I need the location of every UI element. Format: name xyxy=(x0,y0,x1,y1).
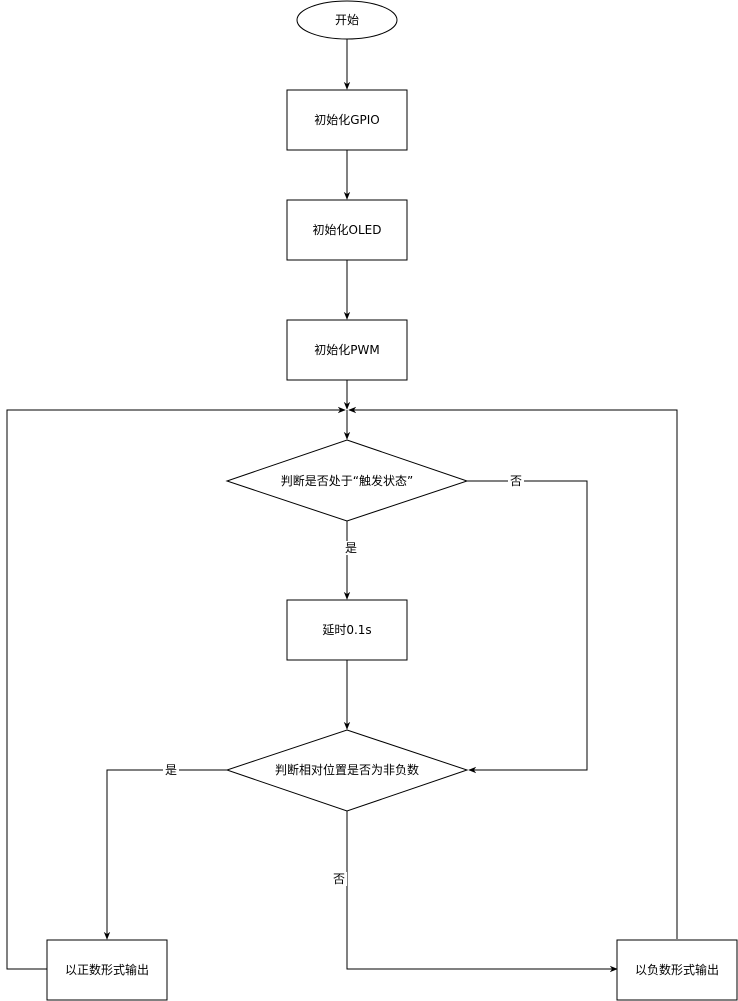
trigger-yes-label: 是 xyxy=(345,541,357,555)
output-negative-node xyxy=(616,939,738,1001)
output-negative-label: 以负数形式输出 xyxy=(635,962,719,977)
start-label: 开始 xyxy=(335,13,359,27)
edge-positive-loop-back xyxy=(6,406,346,970)
init-gpio-node xyxy=(286,89,408,151)
init-gpio-label: 初始化GPIO xyxy=(314,113,380,127)
output-positive-node xyxy=(46,939,168,1001)
edge-label-backgrounds xyxy=(163,474,524,886)
sign-yes-label: 是 xyxy=(165,763,177,777)
edge-negative-loop-back xyxy=(348,406,678,939)
edge-trigger-no xyxy=(467,480,588,774)
start-node xyxy=(296,0,398,40)
edge-sign-no xyxy=(346,811,618,973)
delay-node xyxy=(286,599,408,661)
trigger-decision-node xyxy=(225,439,469,522)
init-pwm-node xyxy=(286,319,408,381)
sign-decision-label: 判断相对位置是否为非负数 xyxy=(275,762,419,777)
edges xyxy=(6,39,678,973)
init-pwm-label: 初始化PWM xyxy=(314,343,379,357)
trigger-decision-label: 判断是否处于“触发状态” xyxy=(281,473,413,488)
trigger-no-label: 否 xyxy=(510,474,522,488)
delay-label: 延时0.1s xyxy=(322,623,371,637)
init-oled-node xyxy=(286,199,408,261)
output-positive-label: 以正数形式输出 xyxy=(65,962,149,977)
edge-sign-yes xyxy=(103,769,227,940)
init-oled-label: 初始化OLED xyxy=(313,223,382,237)
sign-decision-node xyxy=(225,729,469,812)
sign-no-label: 否 xyxy=(333,872,345,886)
